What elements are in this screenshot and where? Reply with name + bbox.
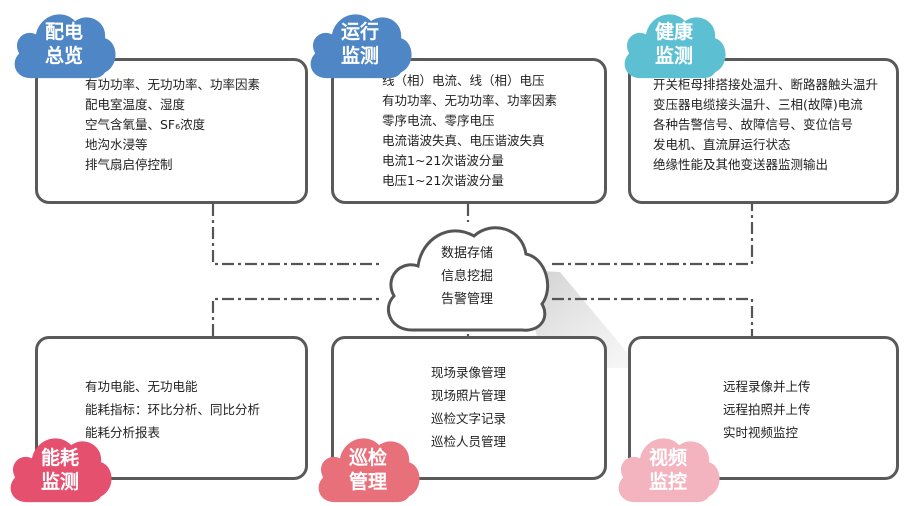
center-cloud-text: 数据存储 信息挖掘 告警管理: [382, 242, 552, 311]
cloud-energy-monitoring: 能耗 监测: [4, 428, 116, 504]
box-lines: 远程录像并上传 远程拍照并上传 实时视频监控: [723, 375, 811, 444]
cloud-video-monitoring: 视频 监控: [612, 428, 724, 504]
connector-top: [211, 204, 754, 266]
box-line: 实时视频监控: [723, 425, 799, 440]
box-line: 现场录像管理: [431, 365, 507, 380]
box-lines: 有功功率、无功功率、功率因素 配电室温度、湿度 空气含氧量、SF₆浓度 地沟水浸…: [85, 75, 260, 175]
box-lines: 开关柜母排搭接处温升、断路器触头温升 变压器电缆接头温升、三相(故障)电流 各种…: [653, 75, 878, 175]
box-line: 能耗指标：环比分析、同比分析: [85, 402, 261, 417]
box-line: 巡检人员管理: [431, 434, 507, 449]
box-lines: 有功电能、无功电能 能耗指标：环比分析、同比分析 能耗分析报表: [85, 375, 260, 444]
box-line: 电流谐波失真、电压谐波失真: [382, 133, 545, 148]
box-line: 远程拍照并上传: [723, 402, 811, 417]
box-line: 电流1~21次谐波分量: [382, 153, 504, 168]
cloud-shape-icon: [14, 14, 116, 79]
box-operation-monitoring: 线（相）电流、线（相）电压 有功功率、无功功率、功率因素 零序电流、零序电压 电…: [331, 58, 607, 204]
center-line: 信息挖掘: [440, 269, 493, 284]
box-line: 线（相）电流、线（相）电压: [382, 73, 545, 88]
cloud-operation-monitoring: 运行 监测: [304, 4, 416, 80]
box-line: 远程录像并上传: [723, 379, 811, 394]
box-line: 有功电能、无功电能: [85, 379, 198, 394]
box-lines: 线（相）电流、线（相）电压 有功功率、无功功率、功率因素 零序电流、零序电压 电…: [382, 71, 557, 191]
cloud-shape-icon: [618, 438, 720, 503]
box-line: 排气扇启停控制: [85, 157, 173, 172]
box-line: 发电机、直流屏运行状态: [653, 137, 791, 152]
center-line: 数据存储: [440, 246, 493, 261]
connector-bottom: [211, 297, 754, 336]
box-line: 有功功率、无功功率、功率因素: [382, 93, 558, 108]
cloud-distribution-overview: 配电 总览: [8, 4, 120, 80]
box-line: 配电室温度、湿度: [85, 97, 186, 112]
cloud-title: 能耗 监测: [40, 447, 79, 493]
cloud-health-monitoring: 健康 监测: [618, 4, 730, 80]
box-video-monitoring: 远程录像并上传 远程拍照并上传 实时视频监控: [628, 336, 899, 480]
center-cloud: 数据存储 信息挖掘 告警管理: [382, 212, 552, 334]
box-line: 有功功率、无功功率、功率因素: [85, 77, 261, 92]
cloud-title: 运行 监测: [340, 21, 379, 67]
box-line: 各种告警信号、故障信号、变位信号: [653, 117, 854, 132]
cloud-inspection-management: 巡检 管理: [312, 428, 424, 504]
box-line: 电压1~21次谐波分量: [382, 173, 504, 188]
center-cloud-shape-icon: [387, 226, 550, 332]
cloud-shape-icon: [624, 14, 726, 79]
box-line: 现场照片管理: [431, 388, 507, 403]
cloud-title: 视频 监控: [648, 447, 687, 493]
cloud-title: 配电 总览: [44, 21, 83, 67]
cloud-title: 健康 监测: [654, 21, 693, 67]
cloud-title: 巡检 管理: [348, 447, 387, 493]
box-line: 巡检文字记录: [431, 411, 507, 426]
cloud-shape-icon: [310, 14, 412, 79]
box-line: 开关柜母排搭接处温升、断路器触头温升: [653, 77, 879, 92]
box-health-monitoring: 开关柜母排搭接处温升、断路器触头温升 变压器电缆接头温升、三相(故障)电流 各种…: [628, 58, 899, 204]
box-line: 地沟水浸等: [85, 137, 148, 152]
box-line: 空气含氧量、SF₆浓度: [85, 117, 206, 132]
cloud-shape-icon: [318, 438, 420, 503]
box-distribution-overview: 有功功率、无功功率、功率因素 配电室温度、湿度 空气含氧量、SF₆浓度 地沟水浸…: [35, 58, 308, 204]
box-lines: 现场录像管理 现场照片管理 巡检文字记录 巡检人员管理: [431, 361, 506, 453]
cloud-shape-icon: [10, 438, 112, 503]
box-line: 变压器电缆接头温升、三相(故障)电流: [653, 97, 863, 112]
box-line: 能耗分析报表: [85, 425, 161, 440]
center-line: 告警管理: [440, 292, 493, 307]
box-line: 零序电流、零序电压: [382, 113, 495, 128]
box-line: 绝缘性能及其他变送器监测输出: [653, 157, 829, 172]
